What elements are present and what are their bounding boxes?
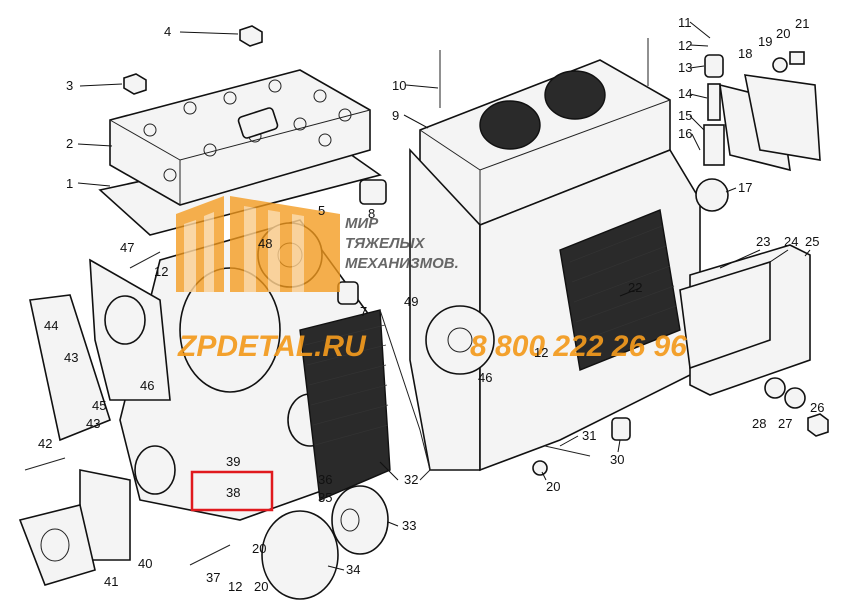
plug-part-5 <box>359 179 387 205</box>
plate-44 <box>29 294 111 442</box>
callout-40: 40 <box>138 556 152 571</box>
callout-20: 20 <box>252 541 266 556</box>
callout-5: 5 <box>318 203 325 218</box>
callout-32: 32 <box>404 472 418 487</box>
callout-22: 22 <box>628 280 642 295</box>
watermark-site: ZPDETAL.RU <box>177 330 367 363</box>
callout-12-lower: 12 <box>228 579 242 594</box>
callout-20-mid: 20 <box>546 479 560 494</box>
callout-43-lower: 43 <box>86 416 100 431</box>
head-port <box>237 107 279 139</box>
callout-7: 7 <box>360 304 367 319</box>
gear-46-block <box>425 305 495 375</box>
watermark: МИР ТЯЖЕЛЫХ МЕХАНИЗМОВ. ZPDETAL.RU 8 800… <box>176 196 687 363</box>
cap-13 <box>704 54 724 78</box>
fitting-17 <box>695 178 729 212</box>
timing-cover-assembly <box>18 179 391 600</box>
cylinder-bore-2 <box>544 70 606 120</box>
leader-lines <box>327 21 811 571</box>
callout-13: 13 <box>678 60 692 75</box>
callout-8: 8 <box>368 206 375 221</box>
callout-17: 17 <box>738 180 752 195</box>
gear-plate-33 <box>331 485 389 555</box>
washer-27 <box>784 387 806 409</box>
callout-31: 31 <box>582 428 596 443</box>
callout-18: 18 <box>738 46 752 61</box>
plate-19 <box>743 74 821 161</box>
callout-47: 47 <box>120 240 134 255</box>
callout-20-lower: 20 <box>254 579 268 594</box>
callout-48: 48 <box>258 236 272 251</box>
callout-12-top: 12 <box>678 38 692 53</box>
callout-16: 16 <box>678 126 692 141</box>
plate-hole <box>104 295 146 345</box>
callout-38: 38 <box>226 485 240 500</box>
callout-49: 49 <box>404 294 418 309</box>
cover-hole-2 <box>134 445 176 495</box>
callout-35: 35 <box>318 490 332 505</box>
callout-43: 43 <box>64 350 78 365</box>
callout-21: 21 <box>795 16 809 31</box>
callout-46: 46 <box>140 378 154 393</box>
bolt-21 <box>789 51 805 65</box>
callout-25: 25 <box>805 234 819 249</box>
pulley-34 <box>261 510 339 600</box>
nut-26 <box>807 413 829 437</box>
watermark-logo-line1: МИР <box>345 215 379 232</box>
watermark-logo-line3: МЕХАНИЗМОВ. <box>345 255 459 272</box>
callout-41: 41 <box>104 574 118 589</box>
gasket-24 <box>679 260 771 370</box>
rod-14 <box>707 83 721 121</box>
watermark-logo-line2: ТЯЖЕЛЫХ <box>345 235 425 252</box>
cylinder-bore-1 <box>479 100 541 150</box>
nut-part-3 <box>123 73 147 95</box>
gear-drum <box>299 309 391 502</box>
callout-34: 34 <box>346 562 360 577</box>
callout-45: 45 <box>92 398 106 413</box>
callout-3: 3 <box>66 78 73 93</box>
callout-20-top: 20 <box>776 26 790 41</box>
watermark-logo <box>176 196 340 292</box>
nut-part-4 <box>239 25 263 47</box>
callout-30: 30 <box>610 452 624 467</box>
callout-46-block: 46 <box>478 370 492 385</box>
callout-4: 4 <box>164 24 171 39</box>
callout-15: 15 <box>678 108 692 123</box>
callout-37: 37 <box>206 570 220 585</box>
cylinder-head-assembly <box>77 25 382 236</box>
callout-28: 28 <box>752 416 766 431</box>
housing-41 <box>18 504 96 586</box>
callout-19: 19 <box>758 34 772 49</box>
callout-42: 42 <box>38 436 52 451</box>
callout-36: 36 <box>318 472 332 487</box>
callout-44: 44 <box>44 318 58 333</box>
callout-39: 39 <box>226 454 240 469</box>
callout-26: 26 <box>810 400 824 415</box>
valve-15 <box>703 124 725 166</box>
callout-12-mid: 12 <box>534 345 548 360</box>
crank-window <box>559 209 681 371</box>
engine-block-assembly <box>379 38 829 481</box>
washer-20-top <box>772 57 788 73</box>
callout-33: 33 <box>402 518 416 533</box>
highlight-box-part-38 <box>190 470 274 512</box>
plug-30 <box>611 417 631 441</box>
callout-11: 11 <box>678 15 692 30</box>
callout-2: 2 <box>66 136 73 151</box>
callout-9: 9 <box>392 108 399 123</box>
callout-10: 10 <box>392 78 406 93</box>
callout-12: 12 <box>154 264 168 279</box>
plug-part-7 <box>337 281 359 305</box>
watermark-phone: 8 800 222 26 96 <box>470 330 687 363</box>
callout-24: 24 <box>784 234 798 249</box>
callout-27: 27 <box>778 416 792 431</box>
callout-14: 14 <box>678 86 692 101</box>
callout-1: 1 <box>66 176 73 191</box>
washer-20 <box>532 460 548 476</box>
callout-23: 23 <box>756 234 770 249</box>
washer-28 <box>764 377 786 399</box>
callout-labels: 4 3 2 1 5 8 47 12 48 7 49 44 43 46 45 42… <box>38 15 824 594</box>
